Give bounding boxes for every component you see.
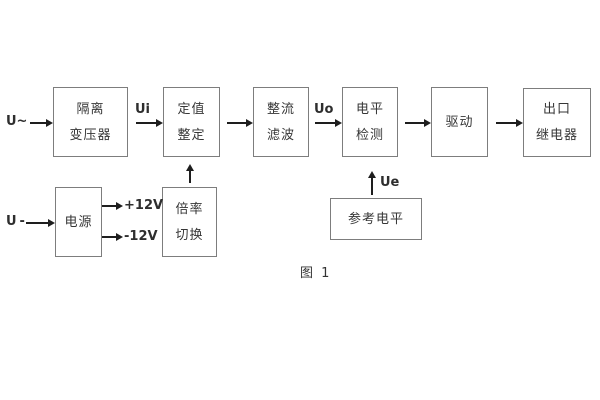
ratio-to-setting-arrow-icon	[186, 164, 193, 183]
dc-input-label: U-	[6, 214, 28, 229]
block-label: 隔离	[76, 101, 105, 117]
transformer-to-setting-arrow-icon	[136, 119, 163, 126]
block-level-detector: 电平 检测	[342, 87, 398, 157]
block-reference-level: 参考电平	[330, 198, 422, 240]
block-label: 电平	[355, 101, 384, 117]
minus-12v-label: -12V	[124, 229, 158, 244]
block-isolation-transformer: 隔离 变压器	[53, 87, 128, 157]
block-label: 参考电平	[347, 211, 404, 227]
power-to-plus12v-arrow-icon	[102, 202, 123, 209]
block-label: 整定	[177, 127, 206, 143]
ue-signal-label: Ue	[380, 175, 400, 190]
power-to-minus12v-arrow-icon	[102, 233, 123, 240]
block-label: 检测	[355, 127, 384, 143]
block-label: 继电器	[535, 128, 578, 143]
block-rectifier-filter: 整流 滤波	[253, 87, 309, 157]
rectifier-to-level-arrow-icon	[315, 119, 342, 126]
block-label: 整流	[266, 101, 295, 117]
block-label: 切换	[175, 227, 204, 243]
setting-to-rectifier-arrow-icon	[227, 119, 253, 126]
figure-caption: 图 1	[300, 266, 332, 281]
block-value-setting: 定值 整定	[163, 87, 220, 157]
block-power-supply: 电源	[55, 187, 102, 257]
reference-to-level-arrow-icon	[368, 171, 375, 195]
level-to-driver-arrow-icon	[405, 119, 431, 126]
ac-input-label: U~	[6, 114, 28, 129]
driver-to-relay-arrow-icon	[496, 119, 523, 126]
block-label: 定值	[177, 101, 206, 117]
block-label: 驱动	[445, 114, 474, 130]
plus-12v-label: +12V	[124, 198, 164, 213]
block-label: 电源	[64, 214, 93, 230]
block-label: 变压器	[69, 127, 112, 143]
block-output-relay: 出口 继电器	[523, 88, 591, 157]
dc-input-arrow-icon	[26, 219, 55, 226]
uo-signal-label: Uo	[314, 102, 334, 117]
ac-input-arrow-icon	[30, 119, 53, 126]
ui-signal-label: Ui	[135, 102, 151, 117]
block-label: 倍率	[175, 201, 204, 217]
block-label: 出口	[542, 102, 571, 117]
block-driver: 驱动	[431, 87, 488, 157]
block-ratio-switch: 倍率 切换	[162, 187, 217, 257]
block-label: 滤波	[266, 127, 295, 143]
